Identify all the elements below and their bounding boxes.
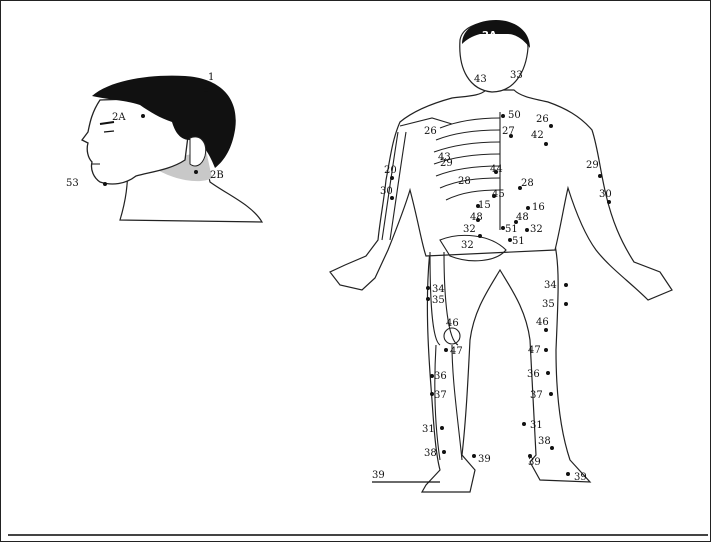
label-39-right-ankle: 39 xyxy=(528,457,541,468)
label-20: 20 xyxy=(384,165,397,176)
label-48-right: 48 xyxy=(516,212,529,223)
label-38-left: 38 xyxy=(424,448,437,459)
label-32-c: 32 xyxy=(461,240,474,251)
label-32-a: 32 xyxy=(463,224,476,235)
label-35-left: 35 xyxy=(432,295,445,306)
label-26-right: 26 xyxy=(536,114,549,125)
head-profile-figure xyxy=(82,76,262,222)
label-39-foot-pointer: 39 xyxy=(372,470,385,481)
label-42: 42 xyxy=(531,130,544,141)
label-51-b: 51 xyxy=(512,236,525,247)
label-28-left: 28 xyxy=(458,176,471,187)
label-34-right: 34 xyxy=(544,280,557,291)
label-31-right: 31 xyxy=(530,420,543,431)
head-label-53: 53 xyxy=(66,178,79,189)
label-46-left: 46 xyxy=(446,318,459,329)
label-30-left: 30 xyxy=(380,186,393,197)
label-39-ankle: 39 xyxy=(478,454,491,465)
label-28-right: 28 xyxy=(521,178,534,189)
label-2: 2 xyxy=(463,44,470,55)
label-46-right: 46 xyxy=(536,317,549,328)
label-33-b: 33 xyxy=(510,70,523,81)
label-29-right: 29 xyxy=(586,160,599,171)
head-label-1: 1 xyxy=(208,72,214,83)
label-45: 45 xyxy=(492,189,505,200)
body-figure xyxy=(330,22,672,492)
label-27: 27 xyxy=(502,126,515,137)
label-31-left: 31 xyxy=(422,424,435,435)
label-37-right: 37 xyxy=(530,390,543,401)
label-48-left: 48 xyxy=(470,212,483,223)
label-2a-top: 2A xyxy=(482,30,497,41)
label-36-right: 36 xyxy=(527,369,540,380)
label-35-right: 35 xyxy=(542,299,555,310)
label-16: 16 xyxy=(532,202,545,213)
head-label-2b: 2B xyxy=(210,170,224,181)
label-37-left: 37 xyxy=(434,390,447,401)
label-38-right: 38 xyxy=(538,436,551,447)
label-29-left: 29 xyxy=(440,158,453,169)
label-39-right-foot: 39 xyxy=(574,472,587,483)
label-43-face: 43 xyxy=(474,74,487,85)
label-44: 44 xyxy=(490,164,503,175)
label-50: 50 xyxy=(508,110,521,121)
head-label-2a: 2A xyxy=(112,112,126,123)
label-34-left: 34 xyxy=(432,284,445,295)
label-30-right: 30 xyxy=(599,189,612,200)
label-15: 15 xyxy=(478,200,491,211)
label-26-left: 26 xyxy=(424,126,437,137)
label-51-a: 51 xyxy=(505,224,518,235)
label-33-a: 33 xyxy=(485,48,499,59)
label-47-left: 47 xyxy=(450,346,463,357)
label-2a-side: 2A xyxy=(504,44,519,55)
label-36-left: 36 xyxy=(434,371,447,382)
label-32-b: 32 xyxy=(530,224,543,235)
label-47-right: 47 xyxy=(528,345,541,356)
